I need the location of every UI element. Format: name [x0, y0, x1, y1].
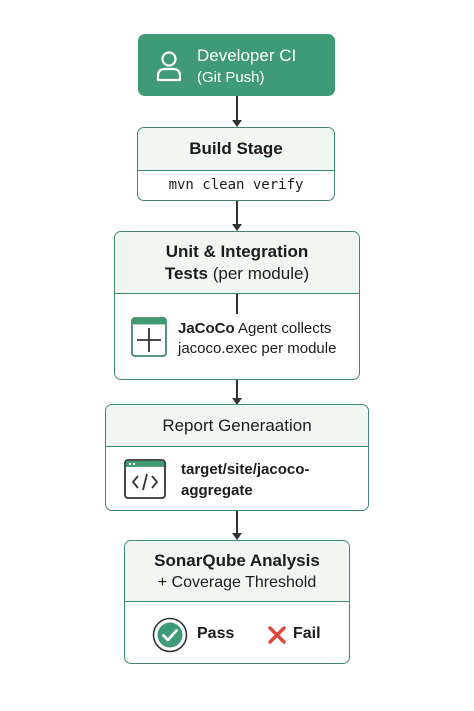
x-icon	[267, 625, 287, 650]
user-icon	[155, 50, 183, 87]
tests-title-line1: Unit & Integration	[165, 242, 309, 261]
table-icon	[131, 317, 167, 362]
developer-ci-title: Developer CI	[197, 46, 297, 65]
tests-box: Unit & Integration Tests (per module) Ja…	[114, 231, 360, 380]
sonarqube-box: SonarQube Analysis + Coverage Threshold …	[124, 540, 350, 664]
sonarqube-header: SonarQube Analysis + Coverage Threshold	[125, 541, 349, 602]
build-stage-header: Build Stage	[138, 128, 334, 171]
sonarqube-subtitle: + Coverage Threshold	[157, 574, 317, 591]
build-stage-title: Build Stage	[189, 139, 283, 158]
build-command: mvn clean verify	[168, 177, 304, 193]
connector-2	[236, 201, 238, 225]
report-body-line2: aggregate	[181, 482, 253, 499]
arrow-4	[232, 533, 242, 540]
tests-title-line2: Tests (per module)	[164, 264, 310, 283]
tests-body-line2: jacoco.exec per module	[178, 340, 337, 357]
developer-ci-box: Developer CI (Git Push)	[138, 34, 335, 96]
report-title: Report Generaation	[162, 416, 312, 435]
connector-4	[236, 511, 238, 534]
developer-ci-subtitle: (Git Push)	[197, 69, 265, 86]
arrow-3	[232, 398, 242, 405]
fail-label: Fail	[293, 625, 321, 642]
tests-inner-connector	[236, 294, 238, 314]
connector-1	[236, 96, 238, 121]
connector-3	[236, 380, 238, 399]
code-window-icon	[124, 459, 166, 504]
sonarqube-title: SonarQube Analysis	[154, 551, 320, 570]
arrow-1	[232, 120, 242, 127]
tests-header: Unit & Integration Tests (per module)	[115, 232, 359, 294]
tests-body-line1: JaCoCo Agent collects	[178, 320, 332, 337]
report-body-line1: target/site/jacoco-	[181, 461, 310, 478]
report-header: Report Generaation	[106, 405, 368, 447]
report-box: Report Generaation target/site/jacoco- a…	[105, 404, 369, 511]
pass-label: Pass	[197, 625, 235, 642]
check-circle-icon	[152, 617, 188, 658]
arrow-2	[232, 224, 242, 231]
build-stage-box: Build Stage mvn clean verify	[137, 127, 335, 201]
